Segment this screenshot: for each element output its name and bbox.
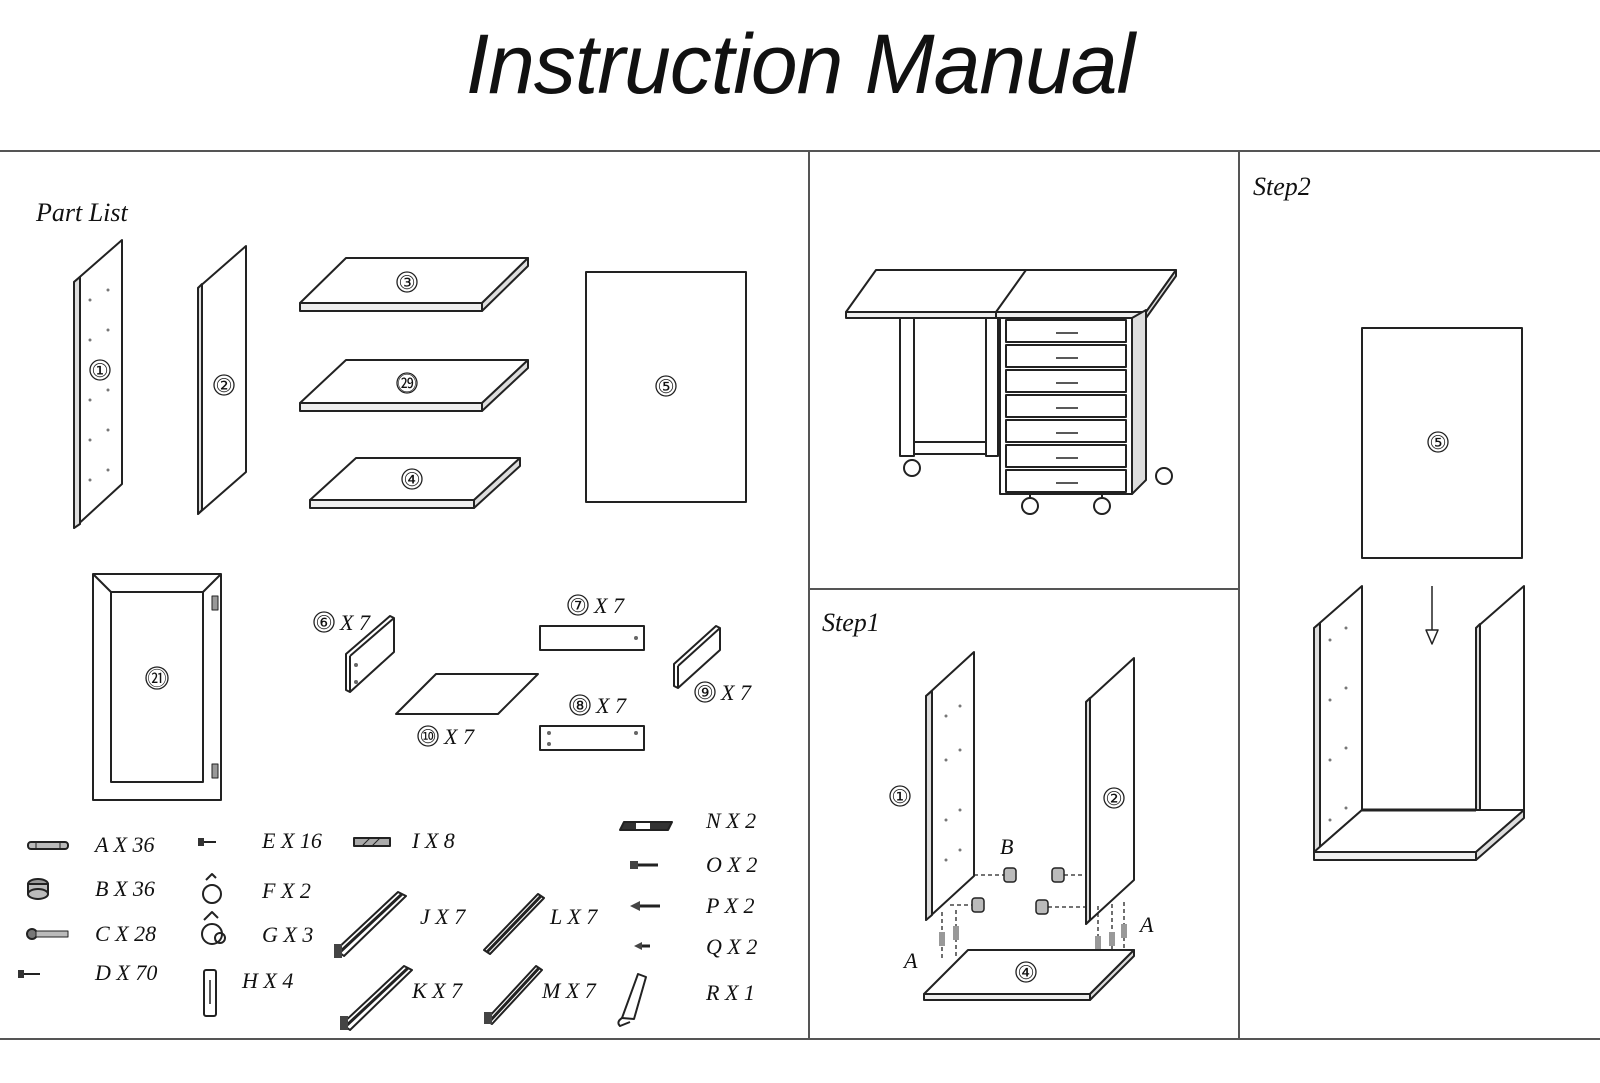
hardware-a: A X 36 — [93, 832, 154, 857]
hardware-b: B X 36 — [95, 876, 155, 901]
hardware-m: M X 7 — [541, 978, 597, 1003]
hardware-g: G X 3 — [262, 922, 313, 947]
label-part-8: ⑧ — [571, 696, 588, 717]
hardware-i: I X 8 — [411, 828, 455, 853]
step1-label-a-left: A — [902, 948, 918, 973]
column-divider-left — [808, 150, 810, 1038]
step1-label-part-4: ④ — [1017, 963, 1034, 984]
label-part-2: ② — [215, 376, 232, 397]
side-panel-1: ① — [73, 239, 123, 529]
hardware-p: P X 2 — [705, 893, 754, 918]
label-part-9: ⑨ — [696, 683, 713, 704]
hardware-l: L X 7 — [549, 904, 598, 929]
label-part-7: ⑦ — [569, 596, 586, 617]
hardware-n: N X 2 — [705, 808, 756, 833]
label-part-21: ㉑ — [147, 668, 166, 690]
label-part-6: ⑥ — [315, 613, 332, 634]
shelf-4: ④ — [309, 457, 521, 509]
step2-label-part-5: ⑤ — [1429, 433, 1446, 454]
shelf-29: ㉙ — [299, 359, 529, 412]
page-title: Instruction Manual — [465, 17, 1135, 111]
slide-rail-k-icon — [340, 965, 413, 1031]
assembled-cabinet — [845, 269, 1177, 515]
bolt-o-icon — [630, 861, 658, 869]
qty-part-7: X 7 — [593, 593, 625, 618]
hardware-f: F X 2 — [261, 878, 311, 903]
step1-label-a-right: A — [1138, 912, 1154, 937]
slide-rail-l-icon — [483, 893, 545, 955]
step1-label-part-1: ① — [891, 787, 908, 808]
hinge-icon — [201, 911, 226, 945]
cam-lock-icon — [27, 878, 49, 900]
hardware-e: E X 16 — [261, 828, 322, 853]
label-part-3: ③ — [398, 273, 415, 294]
label-part-4: ④ — [403, 470, 420, 491]
hardware-k: K X 7 — [411, 978, 463, 1003]
step1-assembly: ① ② B — [889, 651, 1154, 1001]
step2-assembly: ⑤ — [1313, 327, 1525, 861]
door-21: ㉑ — [92, 573, 222, 801]
step1-divider — [808, 588, 1238, 590]
part-list-label: Part List — [36, 198, 128, 227]
side-panel-2: ② — [197, 245, 247, 515]
label-part-29: ㉙ — [397, 373, 416, 395]
hardware-o: O X 2 — [706, 852, 757, 877]
step1-label: Step1 — [822, 608, 880, 637]
bracket-icon — [353, 837, 391, 847]
drawer-side-9 — [673, 625, 721, 689]
bolt-q-icon — [634, 942, 650, 950]
cam-bolt-icon — [26, 928, 69, 940]
label-part-10: ⑩ — [419, 727, 436, 748]
wrench-icon — [617, 973, 647, 1027]
back-panel-5: ⑤ — [585, 271, 747, 503]
qty-part-8: X 7 — [595, 693, 627, 718]
drawer-side-6 — [345, 615, 395, 693]
shelf-3: ③ — [299, 257, 529, 312]
latch-icon — [619, 821, 673, 831]
qty-part-6: X 7 — [339, 610, 371, 635]
slide-rail-j-icon — [334, 891, 407, 958]
qty-part-10: X 7 — [443, 724, 475, 749]
hardware-c: C X 28 — [95, 921, 156, 946]
bolt-p-icon — [630, 901, 660, 911]
column-divider-right — [1238, 150, 1240, 1038]
drawer-front-8 — [539, 725, 645, 751]
small-screw-icon — [18, 970, 40, 978]
short-screw-icon — [198, 838, 216, 846]
slide-rail-m-icon — [484, 965, 543, 1025]
title-divider — [0, 150, 1600, 152]
drawer-bottom-10 — [395, 673, 539, 715]
step1-label-part-2: ② — [1105, 789, 1122, 810]
step2-label: Step2 — [1253, 172, 1311, 201]
label-part-1: ① — [91, 361, 108, 382]
hardware-q: Q X 2 — [706, 934, 757, 959]
hardware-d: D X 70 — [94, 960, 157, 985]
step1-label-b: B — [1000, 834, 1013, 859]
hardware-h: H X 4 — [241, 968, 293, 993]
hook-icon — [202, 873, 222, 904]
bottom-border — [0, 1038, 1600, 1040]
handle-icon — [203, 969, 217, 1017]
dowel-icon — [27, 841, 69, 850]
hardware-r: R X 1 — [705, 980, 755, 1005]
drawer-back-7 — [539, 625, 645, 651]
label-part-5: ⑤ — [657, 377, 674, 398]
qty-part-9: X 7 — [720, 680, 752, 705]
hardware-j: J X 7 — [420, 904, 466, 929]
